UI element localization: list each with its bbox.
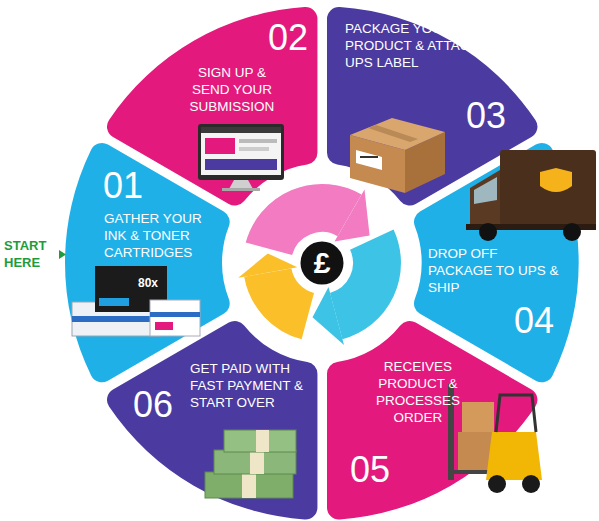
- step-number: 04: [514, 301, 574, 341]
- yellow-arrow-band: [268, 273, 308, 317]
- currency-symbol: £: [298, 239, 346, 287]
- segment-path: [107, 321, 317, 519]
- yellow-arrow-head: [238, 253, 297, 277]
- forklift-wheel: [488, 475, 506, 493]
- segment-path: [327, 321, 537, 519]
- step-text: GATHER YOUR INK & TONER CARTRIDGES: [104, 210, 216, 261]
- step-text: RECEIVES PRODUCT & PROCESSES ORDER: [362, 358, 474, 426]
- step-number: 01: [103, 166, 163, 206]
- currency-circle: £: [298, 239, 346, 287]
- blue-arrow-band: [336, 240, 377, 316]
- step-number: 06: [133, 385, 193, 425]
- step-number: 02: [268, 18, 328, 58]
- step-number: 03: [466, 96, 526, 136]
- step-text: SIGN UP & SEND YOUR SUBMISSION: [182, 64, 282, 115]
- step-segment: 06GET PAID WITH FAST PAYMENT & START OVE…: [107, 321, 317, 519]
- step-text: GET PAID WITH FAST PAYMENT & START OVER: [190, 360, 310, 411]
- pink-arrow-band: [269, 208, 350, 249]
- step-text: DROP OFF PACKAGE TO UPS & SHIP: [428, 245, 563, 296]
- start-arrow: [59, 250, 66, 259]
- start-label: START HERE: [4, 237, 60, 271]
- step-number: 05: [350, 450, 410, 490]
- blue-arrow-head: [313, 287, 345, 345]
- pink-arrow-head: [335, 189, 370, 241]
- step-text: PACKAGE YOUR PRODUCT & ATTACH UPS LABEL: [345, 20, 505, 71]
- box-label: 80x: [138, 276, 168, 290]
- cycle-arrows-group: [238, 189, 377, 345]
- step-segment: RECEIVES PRODUCT & PROCESSES ORDER 05: [327, 321, 537, 519]
- forklift-wheel: [522, 475, 540, 493]
